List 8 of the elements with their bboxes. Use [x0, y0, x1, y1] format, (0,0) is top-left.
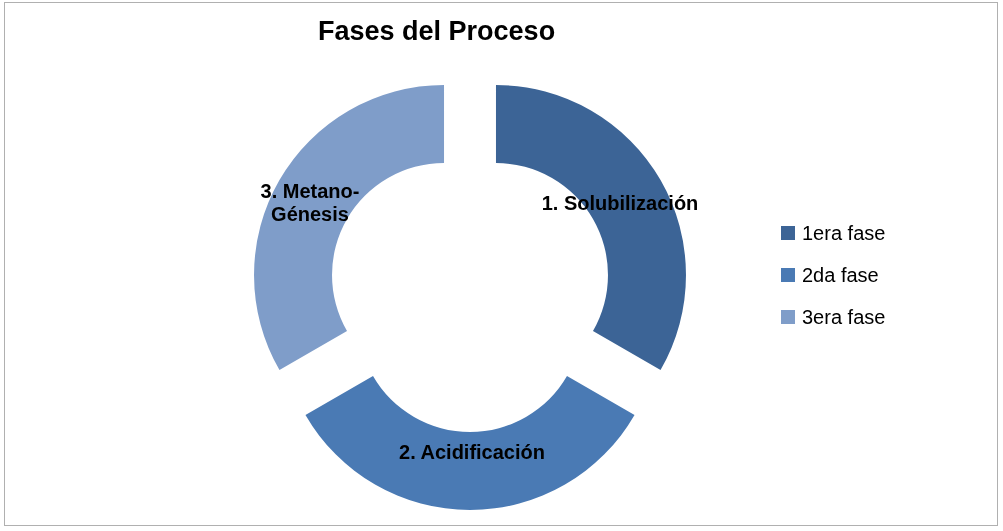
- donut-segment: [305, 376, 635, 510]
- legend-label: 1era fase: [802, 222, 886, 244]
- segment-label: 3. Metano- Génesis: [259, 180, 361, 226]
- legend-label: 3era fase: [802, 306, 886, 328]
- legend-label: 2da fase: [802, 264, 879, 286]
- segment-label: 2. Acidificación: [398, 440, 546, 464]
- chart-title: Fases del Proceso: [318, 16, 556, 47]
- donut-segment: [254, 85, 445, 371]
